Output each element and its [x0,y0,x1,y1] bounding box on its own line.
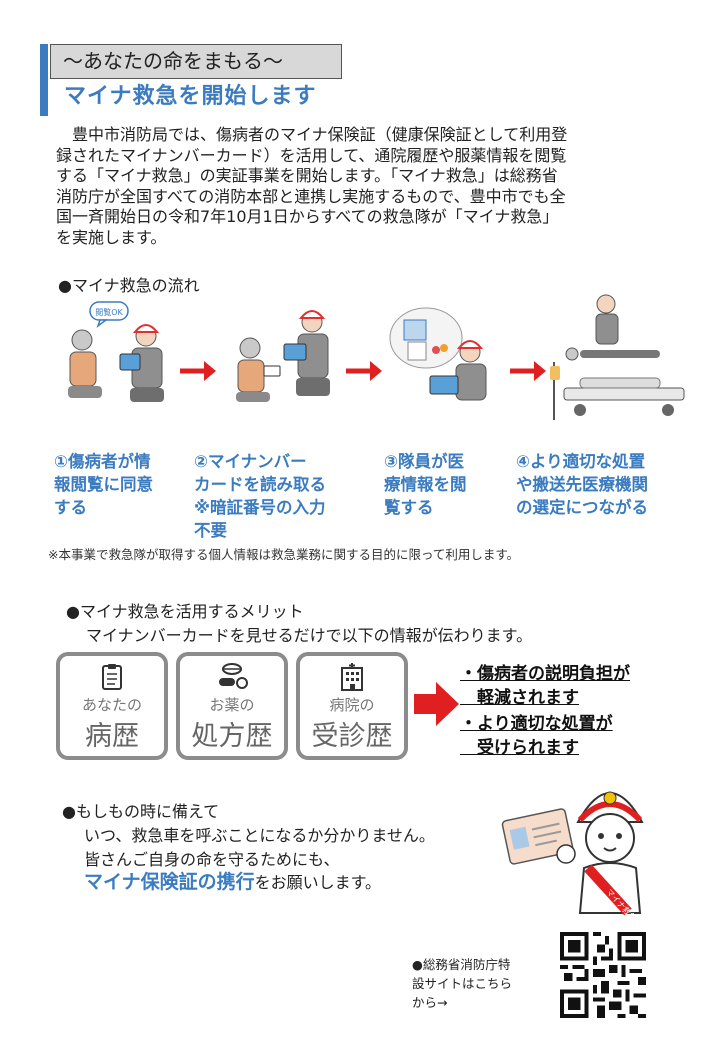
card-hospital-visit-history: 病院の 受診歴 [296,652,408,760]
flow-arrow-icon [346,361,382,381]
merits-subheading: マイナンバーカードを見せるだけで以下の情報が伝わります。 [86,626,533,645]
flow-arrow-icon [180,361,216,381]
prepare-line-2: 皆さんご自身の命を守るためにも、 [84,850,340,869]
bubble-text: 閲覧OK [95,307,123,317]
flow-heading: ●マイナ救急の流れ [58,276,200,295]
intro-line: 国一斉開始日の令和7年10月1日からすべての救急隊が「マイナ救急」 [56,207,559,227]
intro-paragraph: 豊中市消防局では、傷病者のマイナ保険証（健康保険証として利用登 録されたマイナン… [56,125,666,249]
card-prescription-history: お薬の 処方歴 [176,652,288,760]
flow-arrow-icon [510,361,546,381]
page-title: マイナ救急を開始します [64,84,317,109]
intro-line: 豊中市消防局では、傷病者のマイナ保険証（健康保険証として利用登 [56,125,568,144]
benefit-1: ・傷病者の説明負担が 軽減されます [460,664,630,708]
illustration-patient-consent: 閲覧OK [68,301,164,402]
flow-step-1: ①傷病者が情 報閲覧に同意 する [54,452,153,517]
merits-heading: ●マイナ救急を活用するメリット [66,602,304,621]
prepare-line-1: いつ、救急車を呼ぶことになるか分かりません。 [84,826,435,845]
privacy-note: ※本事業で救急隊が取得する個人情報は救急業務に関する目的に限って利用します。 [48,547,520,562]
intro-line: する「マイナ救急」の実証事業を開始します。「マイナ救急」は総務省 [56,166,558,186]
flow-step-3: ③隊員が医 療情報を閲 覧する [384,452,467,517]
flow-step-4: ④より適切な処置 や搬送先医療機関 の選定につながる [516,452,648,517]
clipboard-icon [60,662,164,694]
illustration-treatment-transport [550,294,685,420]
mascot-illustration: マイナ救急 [501,791,644,918]
intro-line: 録されたマイナンバーカード）を活用して、通院履歴や服薬情報を閲覧 [56,145,567,165]
intro-line: 消防庁が全国すべての消防本部と連携し実施するもので、豊中市でも全 [56,186,566,206]
header-accent-bar [40,44,48,116]
qr-code-icon[interactable] [560,932,646,1018]
merit-arrow-icon [414,682,459,726]
prepare-heading: ●もしもの時に備えて [62,802,220,821]
flow-step-2: ②マイナンバー カードを読み取る ※暗証番号の入力 不要 [194,452,326,540]
hospital-icon [300,662,404,694]
qr-caption: ●総務省消防庁特 設サイトはこちら から→ [412,957,513,1010]
prepare-line-3: マイナ保険証の携行をお願いします。 [84,872,381,893]
prepare-suffix: をお願いします。 [254,873,382,892]
header-subtitle: ～あなたの命をまもる～ [50,44,342,79]
prepare-emphasis: マイナ保険証の携行 [84,871,255,893]
illustration-viewing-info [389,307,487,401]
intro-line: を実施します。 [56,227,167,247]
pills-icon [180,662,284,694]
card-medical-history: あなたの 病歴 [56,652,168,760]
illustration-card-reading [236,310,330,402]
benefit-2: ・より適切な処置が 受けられます [460,714,613,758]
